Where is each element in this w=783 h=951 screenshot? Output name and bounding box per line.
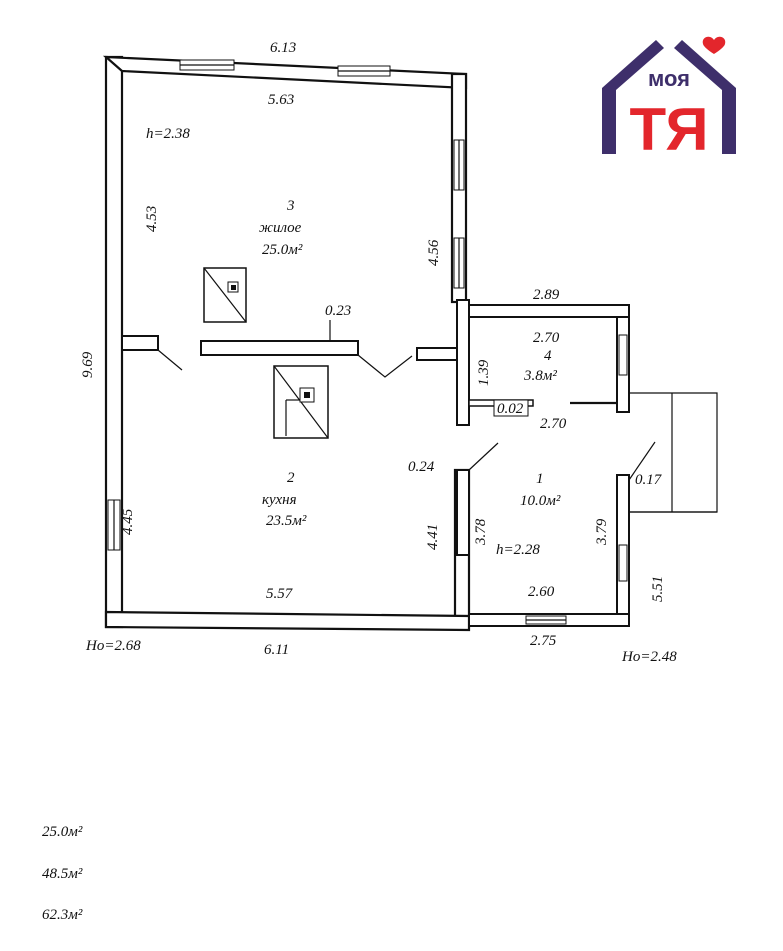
dim-ho-left: Ho=2.68 xyxy=(85,638,141,654)
heart-icon xyxy=(702,36,726,54)
dim-r4-height: 1.39 xyxy=(476,359,492,386)
summary-area-living: 25.0м² xyxy=(42,824,83,840)
dimension-labels: 6.13 5.63 h=2.38 4.53 4.56 9.69 0.23 4.4… xyxy=(80,40,677,665)
dim-top-inner: 5.63 xyxy=(268,92,294,108)
dim-r1-outer-right: 5.51 xyxy=(650,576,666,602)
room3-number: 3 xyxy=(286,198,295,214)
room-labels: 3 жилое 25.0м² 2 кухня 23.5м² 4 3.8м² 1 … xyxy=(259,198,561,529)
dim-bottom-outer: 6.11 xyxy=(264,642,289,658)
dim-height-room3: h=2.38 xyxy=(146,126,190,142)
dim-door-gap: 0.23 xyxy=(325,303,351,319)
room4-number: 4 xyxy=(544,348,552,364)
dim-r4-top-outer: 2.89 xyxy=(533,287,560,303)
dim-ho-right: Ho=2.48 xyxy=(621,649,677,665)
room2-number: 2 xyxy=(287,470,295,486)
stove-room2 xyxy=(273,365,329,439)
dim-r4-step: 0.02 xyxy=(497,401,524,417)
dim-r4-top-inner: 2.70 xyxy=(533,330,560,346)
dim-wall-024: 0.24 xyxy=(408,459,435,475)
dim-top-outer: 6.13 xyxy=(270,40,296,56)
room2-area: 23.5м² xyxy=(266,513,307,529)
room2-name: кухня xyxy=(262,492,297,508)
dim-wall-017: 0.17 xyxy=(635,472,663,488)
logo-house-icon: моя ТЯ xyxy=(602,36,736,163)
room1-number: 1 xyxy=(536,471,544,487)
dim-right-room3: 4.56 xyxy=(426,239,442,266)
dim-left-room3: 4.53 xyxy=(144,206,160,232)
extension-windows xyxy=(525,334,628,625)
main-windows xyxy=(107,59,465,551)
room3-area: 25.0м² xyxy=(262,242,303,258)
dim-r1-h: h=2.28 xyxy=(496,542,540,558)
summary-area-useful: 48.5м² xyxy=(42,866,83,882)
dim-left-room2: 4.45 xyxy=(120,508,136,535)
logo-top-word: моя xyxy=(648,66,690,91)
room1-area: 10.0м² xyxy=(520,493,561,509)
dim-r1-top: 2.70 xyxy=(540,416,567,432)
dim-total-left: 9.69 xyxy=(80,351,96,378)
dim-r1-right: 3.79 xyxy=(594,518,610,546)
dim-r1-bottom-inner: 2.60 xyxy=(528,584,555,600)
room4-area: 3.8м² xyxy=(523,368,557,384)
dim-bottom-inner: 5.57 xyxy=(266,586,294,602)
dim-r1-bottom-outer: 2.75 xyxy=(530,633,557,649)
summary-area-total: 62.3м² xyxy=(42,907,83,923)
logo-big-word: ТЯ xyxy=(630,96,709,163)
extension-walls xyxy=(456,304,718,627)
stove-room3 xyxy=(203,267,247,323)
room3-name: жилое xyxy=(259,220,302,236)
dim-right-room2: 4.41 xyxy=(425,524,441,550)
brand-logo: моя ТЯ xyxy=(594,26,744,166)
main-house-walls xyxy=(102,55,471,632)
dim-r1-left: 3.78 xyxy=(473,518,489,546)
